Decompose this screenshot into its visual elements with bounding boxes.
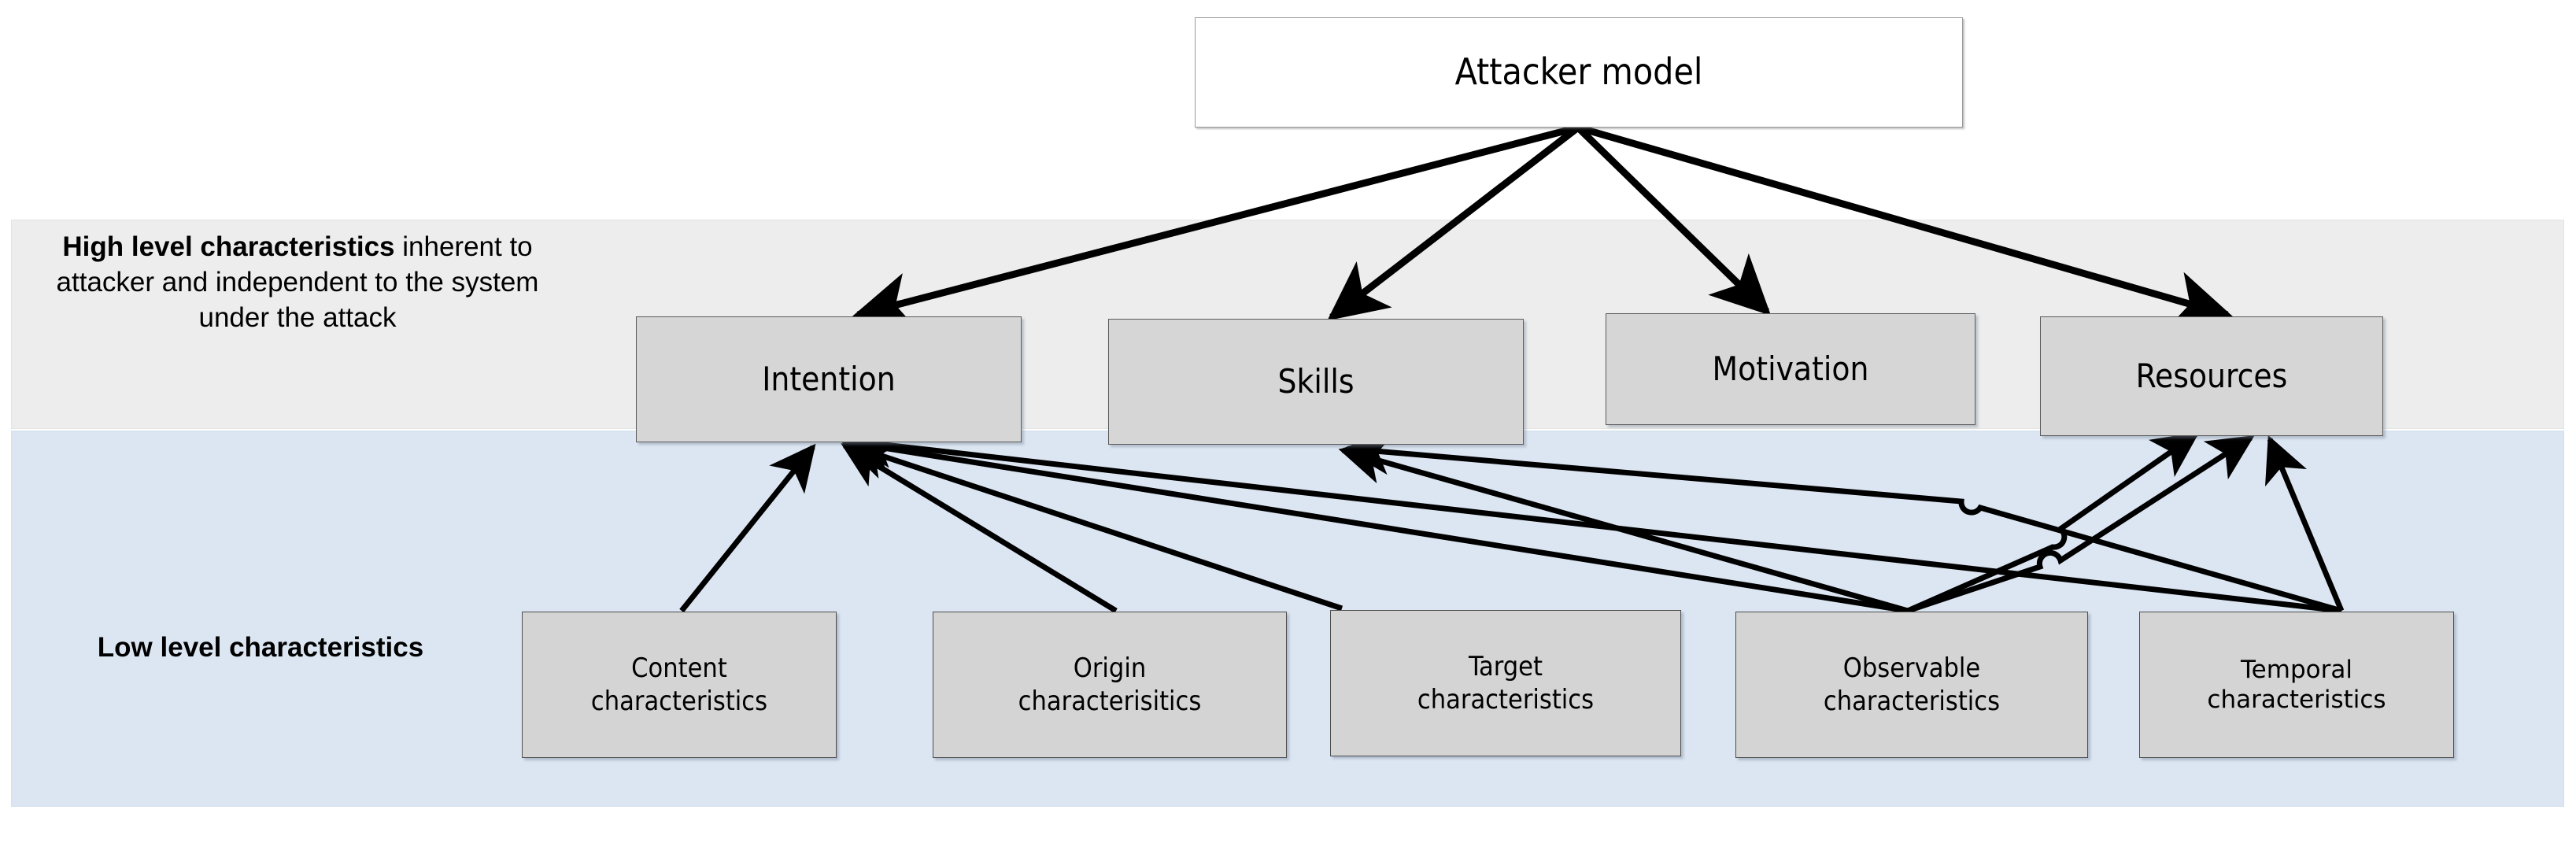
node-temporal-characteristics[interactable]: Temporal characteristics: [2139, 612, 2454, 758]
high-level-band-label-bold: High level characteristics: [62, 231, 395, 262]
node-temporal-line1: Temporal: [2241, 655, 2352, 684]
node-observable-characteristics[interactable]: Observable characteristics: [1735, 612, 2088, 758]
node-resources[interactable]: Resources: [2040, 316, 2383, 436]
node-skills-label: Skills: [1277, 361, 1355, 401]
node-intention[interactable]: Intention: [636, 316, 1022, 442]
node-intention-label: Intention: [762, 359, 896, 398]
node-target-line2: characteristics: [1417, 684, 1595, 715]
node-target-characteristics[interactable]: Target characteristics: [1330, 610, 1681, 756]
node-origin-characteristics[interactable]: Origin characterisitics: [933, 612, 1287, 758]
node-attacker-model-label: Attacker model: [1454, 50, 1703, 94]
node-origin-line2: characterisitics: [1018, 686, 1202, 717]
node-observable-line1: Observable: [1842, 652, 1981, 684]
node-attacker-model[interactable]: Attacker model: [1195, 17, 1963, 128]
node-content-line1: Content: [631, 652, 727, 684]
node-content-line2: characteristics: [590, 686, 768, 717]
node-origin-line1: Origin: [1073, 652, 1147, 684]
node-motivation-label: Motivation: [1712, 349, 1869, 388]
node-resources-label: Resources: [2135, 356, 2288, 395]
node-target-line1: Target: [1468, 650, 1543, 682]
low-level-band-label-bold: Low level characteristics: [97, 632, 424, 663]
node-motivation[interactable]: Motivation: [1606, 313, 1975, 425]
low-level-band-label: Low level characteristics: [76, 630, 445, 666]
high-level-band-label-rest: inherent to attacker and independent to …: [56, 231, 539, 333]
node-skills[interactable]: Skills: [1108, 319, 1524, 445]
node-temporal-line2: characteristics: [2207, 686, 2386, 714]
node-observable-line2: characteristics: [1823, 686, 2001, 717]
high-level-band-label: High level characteristics inherent to a…: [49, 230, 546, 335]
node-content-characteristics[interactable]: Content characteristics: [522, 612, 837, 758]
